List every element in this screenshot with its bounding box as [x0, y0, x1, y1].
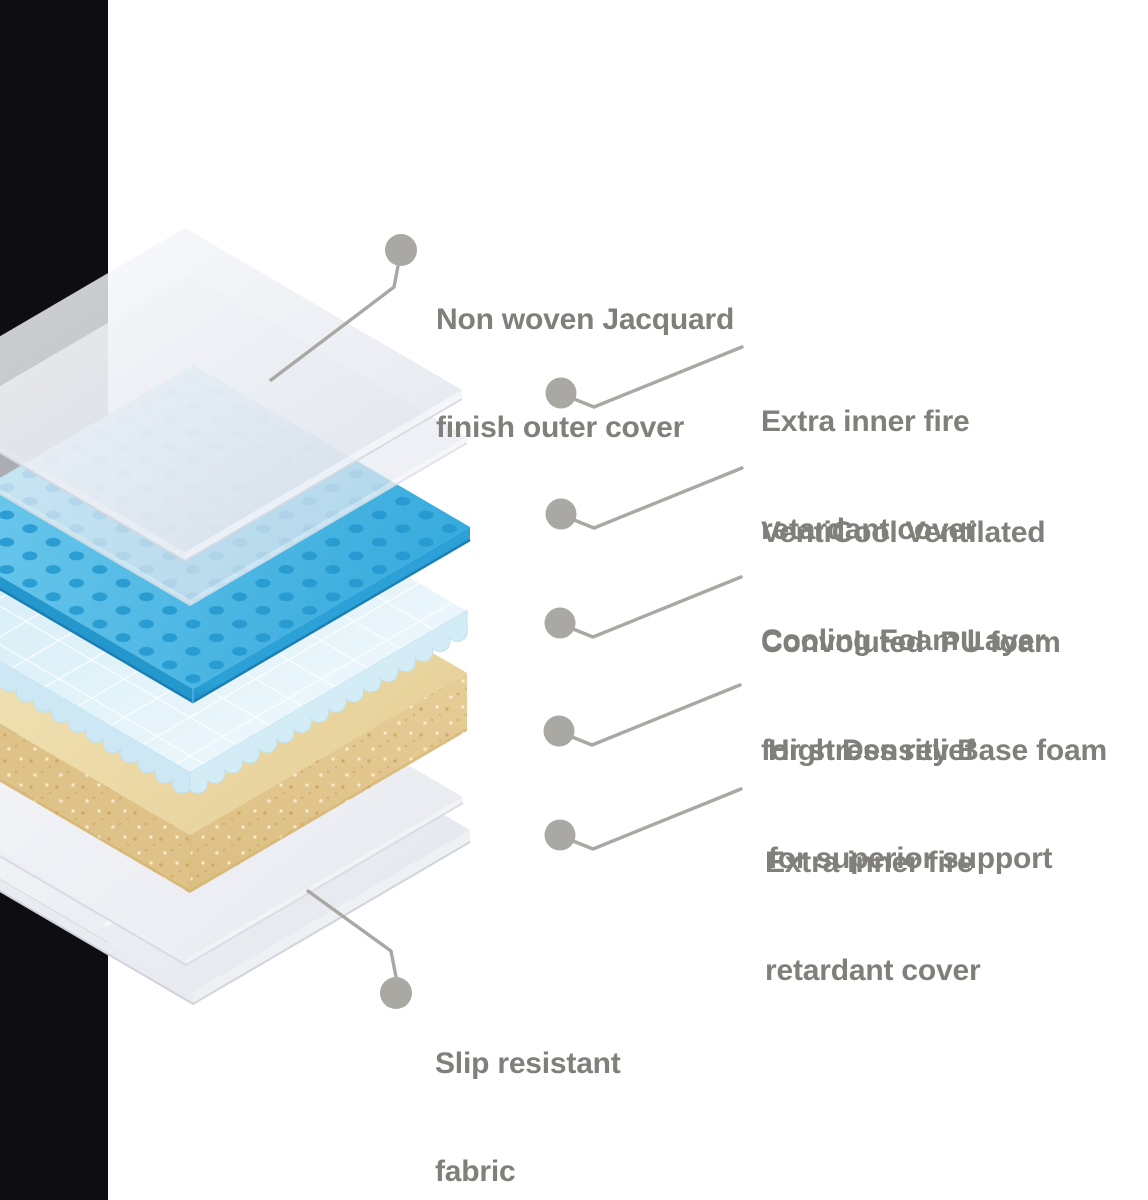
convoluted-edge-left — [0, 660, 191, 794]
callout-dot-fire-retardant-top — [545, 377, 577, 409]
label-line: fabric — [435, 1155, 516, 1188]
fire-retardant-top-edge-right — [190, 437, 467, 606]
callout-dot-fire-retardant-bottom — [544, 819, 576, 851]
label-outer-cover: Non woven Jacquard finish outer cover — [436, 230, 734, 518]
label-line: Non woven Jacquard — [436, 303, 735, 336]
label-cooling-foam: VentiCool Ventilated Cooling Foam Layer — [761, 443, 1046, 731]
callout-dot-convoluted-foam — [544, 607, 576, 639]
callout-line-base-foam — [570, 683, 742, 747]
callout-line-slip-fabric — [306, 889, 398, 979]
callout-line-convoluted-foam — [571, 575, 743, 639]
outer-cover-face — [0, 228, 462, 552]
label-line: retardant cover — [761, 513, 977, 546]
callout-dot-base-foam — [543, 715, 575, 747]
label-line: Extra inner fire — [761, 405, 970, 438]
fire-retardant-bottom-lip — [0, 802, 464, 967]
outer-cover-edge-lip — [0, 398, 463, 563]
base-foam-speckle-right — [190, 673, 467, 893]
label-line: Cooling Foam Layer — [761, 624, 1046, 657]
slip-fabric-edge-left — [0, 879, 193, 1005]
callout-line-outer-cover — [269, 264, 400, 382]
label-line: retardant cover — [765, 954, 981, 987]
label-line: Extra inner fire — [765, 846, 974, 879]
base-foam-speckle-left — [0, 723, 190, 893]
convoluted-edge-right — [189, 609, 468, 794]
label-line: for superior support — [768, 842, 1053, 875]
label-base-foam: High Density Base foam for superior supp… — [768, 661, 1107, 949]
callout-dots — [380, 234, 577, 1009]
label-line: for stress relief — [761, 734, 975, 767]
callout-line-fire-retardant-bottom — [571, 787, 743, 851]
callout-dot-outer-cover — [385, 234, 417, 266]
callout-line-cooling-foam — [572, 466, 744, 530]
label-line: High Density Base foam — [768, 734, 1108, 767]
label-line: VentiCool Ventilated — [761, 516, 1046, 549]
callout-dot-cooling-foam — [545, 498, 577, 530]
label-fire-retardant-top: Extra inner fire retardant cover — [761, 332, 977, 620]
label-line: finish outer cover — [436, 411, 685, 444]
label-convoluted-foam: Convoluted PU foam for stress relief — [761, 553, 1061, 841]
layer-outer-cover — [0, 228, 463, 563]
cooling-foam-edge-left — [0, 576, 193, 703]
slip-fabric-edge-lip — [0, 841, 471, 1006]
fire-retardant-top-edge-left — [0, 487, 190, 606]
label-slip-fabric: Slip resistant fabric — [435, 974, 621, 1200]
fire-retardant-top-lip — [0, 442, 468, 607]
outer-cover-edge-left — [0, 443, 185, 562]
callout-dot-slip-fabric — [380, 977, 412, 1009]
label-line: Slip resistant — [435, 1047, 621, 1080]
outer-cover-edge-right — [185, 390, 462, 562]
label-line: Convoluted PU foam — [761, 626, 1061, 659]
slip-fabric-edge-right — [193, 830, 470, 1005]
callout-line-fire-retardant-top — [572, 345, 744, 409]
cooling-foam-edge-right — [193, 527, 470, 703]
label-fire-retardant-bottom: Extra inner fire retardant cover — [765, 773, 981, 1061]
callout-lines — [269, 264, 744, 979]
